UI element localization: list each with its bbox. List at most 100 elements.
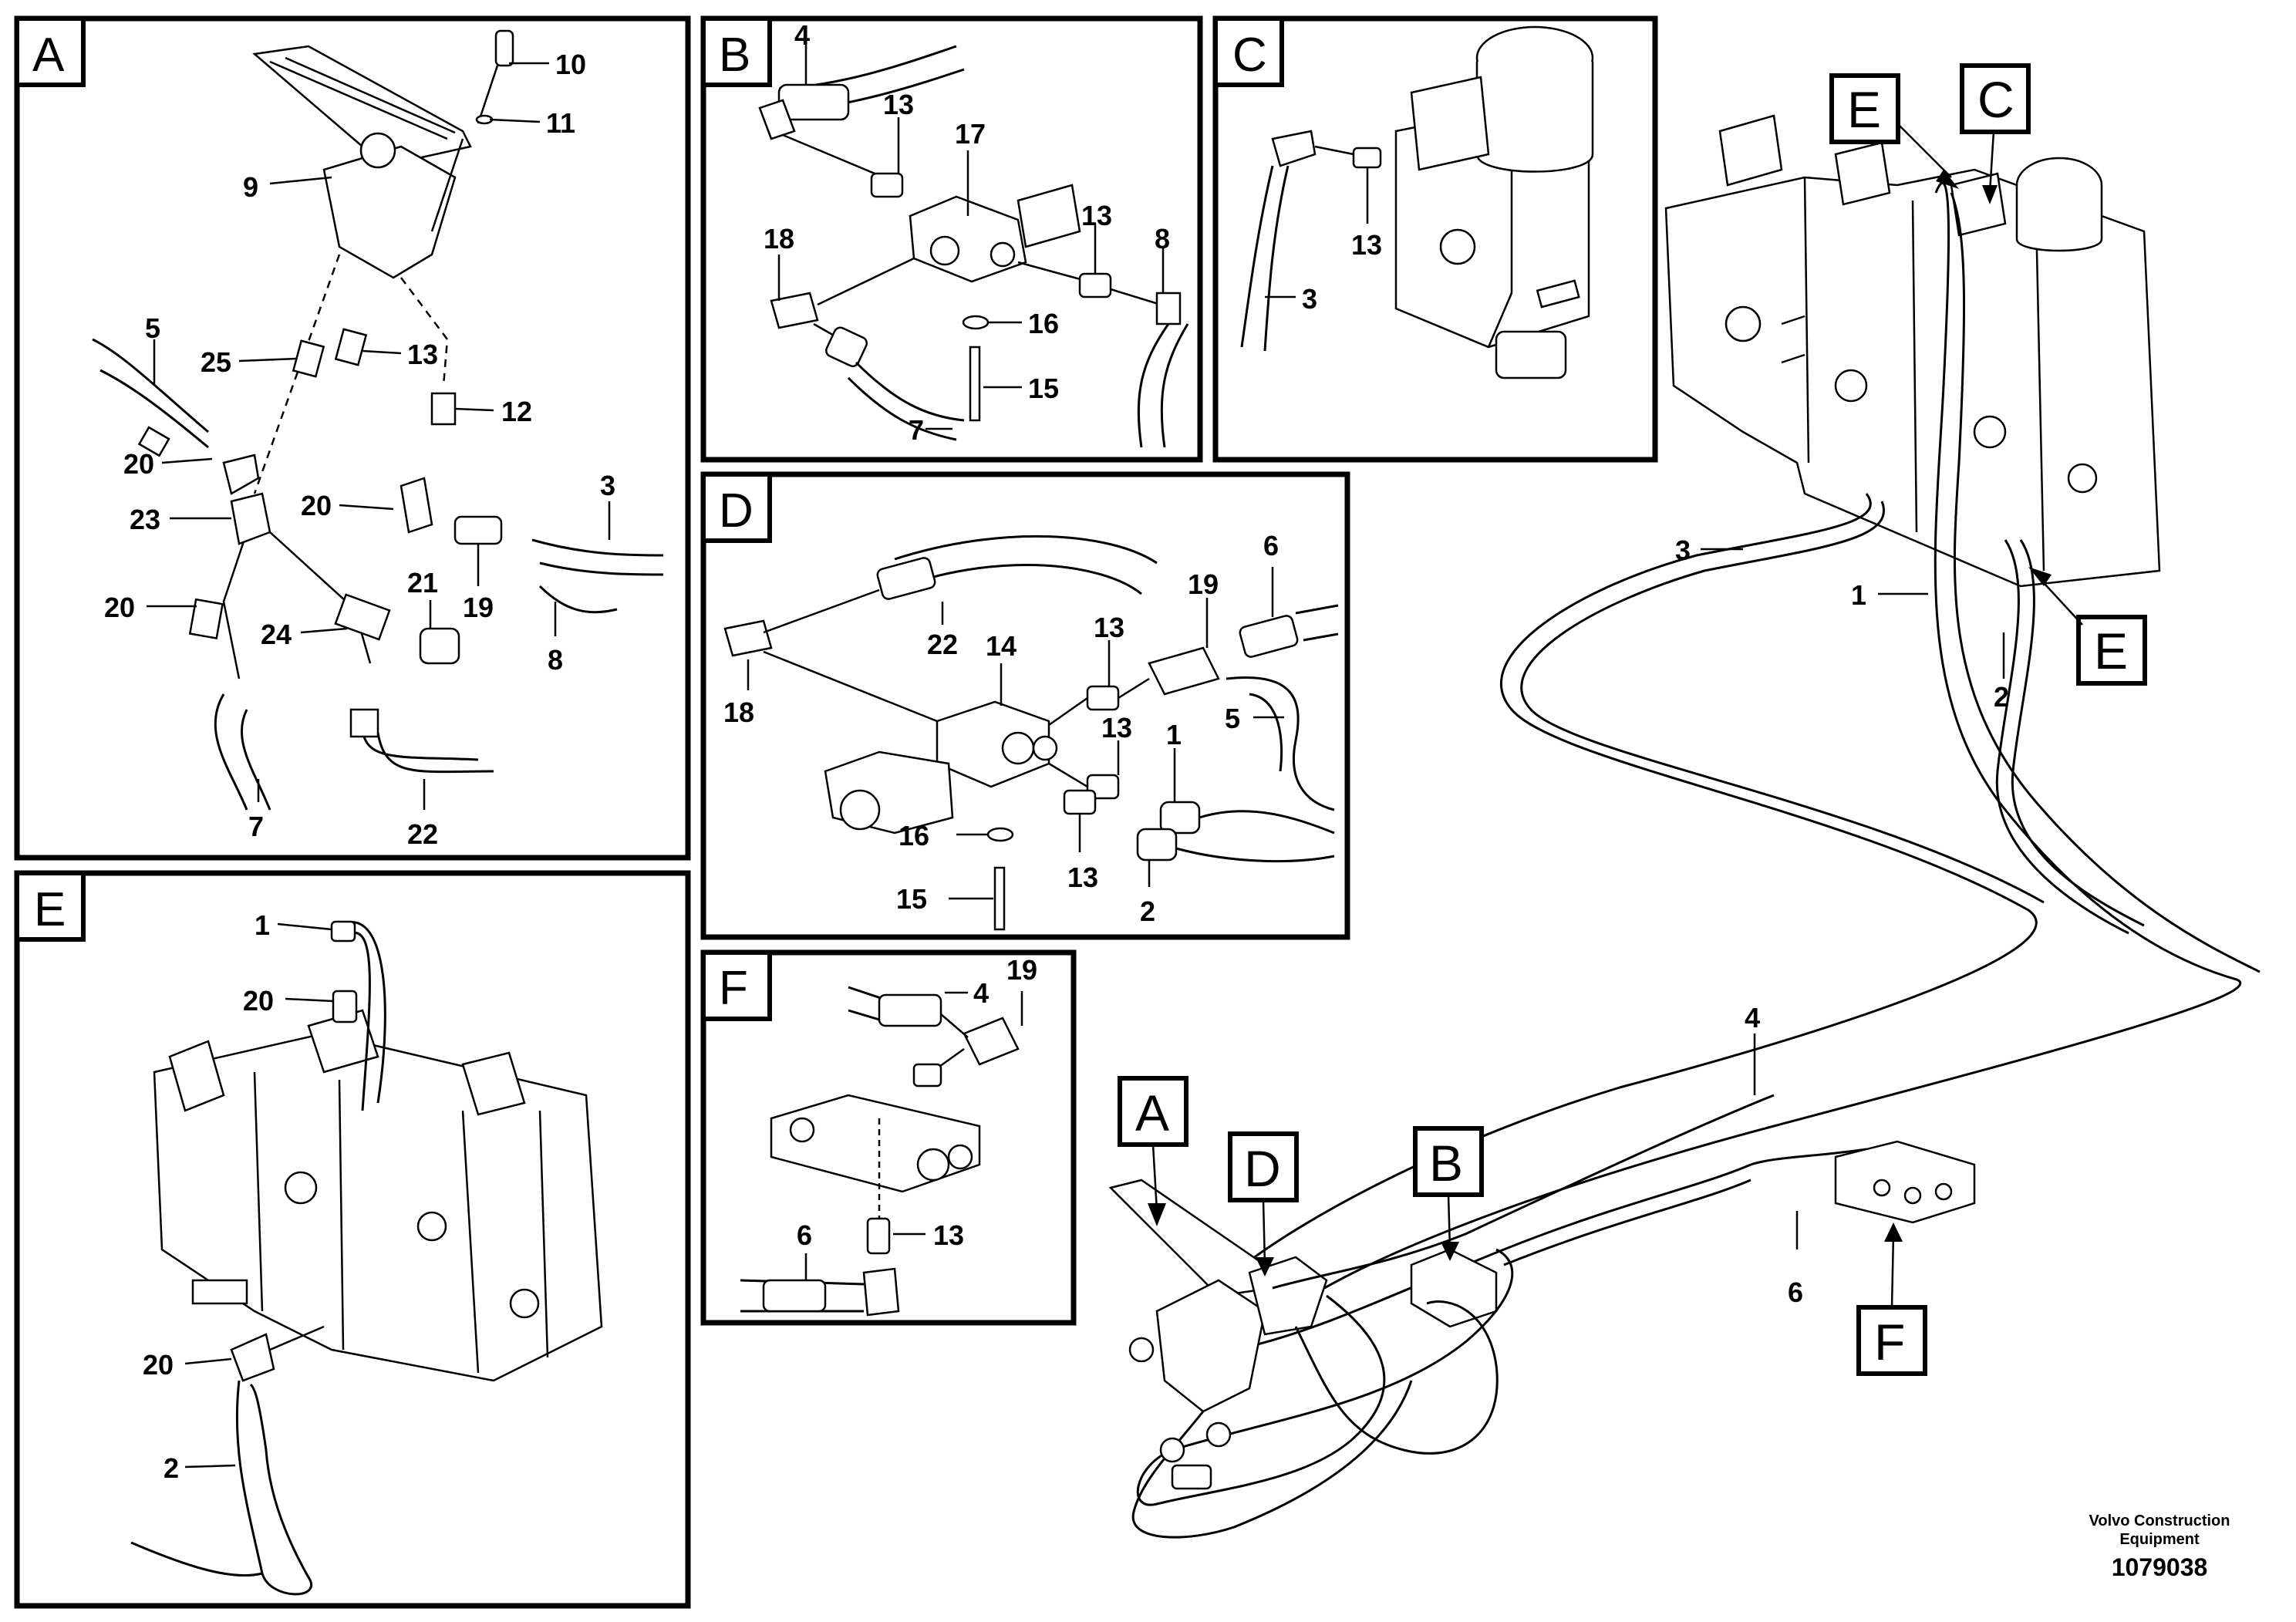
callout-b-4: 4 (794, 19, 810, 51)
bolt-15 (969, 346, 981, 422)
fitting-13-d1 (1086, 685, 1120, 711)
panel-a-tag-box (15, 16, 86, 87)
callout-b-7: 7 (909, 414, 924, 446)
block-b-overview (1410, 1248, 1498, 1328)
callout-d-14: 14 (986, 630, 1017, 662)
hose-5-d (1226, 676, 1335, 811)
fitting-13 (334, 328, 368, 366)
callout-a-11: 11 (546, 107, 575, 139)
panel-d-tag: D (719, 484, 754, 538)
callout-a-25: 25 (201, 346, 231, 378)
panel-c-tag: C (1232, 29, 1267, 82)
tee-23 (230, 492, 271, 545)
callout-a-20a: 20 (123, 448, 154, 480)
panel-e-tag-box (15, 871, 86, 942)
fitting-19 (453, 515, 503, 545)
overview-tag-f: F (1874, 1313, 1905, 1371)
callout-d-2: 2 (1140, 895, 1155, 927)
callout-a-20c: 20 (104, 592, 135, 623)
overview-tag-d: D (1244, 1140, 1281, 1197)
callout-e-2: 2 (164, 1452, 179, 1484)
hose-7 (847, 361, 965, 441)
callout-a-20b: 20 (301, 490, 332, 521)
elbow-18-d (723, 619, 773, 657)
callout-a-13: 13 (407, 339, 438, 370)
callout-d-19: 19 (1188, 568, 1219, 600)
callout-b-8: 8 (1155, 223, 1170, 255)
callout-e-1: 1 (255, 909, 270, 941)
callout-e-20a: 20 (243, 985, 274, 1017)
hose-1-e (339, 921, 386, 1111)
callout-f-19: 19 (1006, 954, 1037, 986)
hose-3-overview (1233, 493, 2038, 1274)
callout-a-12: 12 (501, 396, 532, 427)
callout-a-21: 21 (407, 567, 438, 599)
panel-b: B 4 13 17 13 18 8 16 (700, 15, 1203, 463)
callout-b-13a: 13 (883, 89, 914, 120)
overview-tag-b: B (1429, 1135, 1463, 1192)
hose-22 (361, 724, 494, 774)
panel-c-frame (1212, 15, 1658, 463)
panel-e-frame (14, 870, 691, 1609)
elbow-20-e2 (230, 1333, 275, 1382)
panel-b-tag: B (719, 29, 750, 82)
bolt-15-d (993, 866, 1006, 931)
fitting-12 (430, 392, 457, 426)
panel-f-tag: F (719, 962, 748, 1015)
callout-d-13b: 13 (1101, 712, 1132, 744)
overview-callout-3: 3 (1675, 534, 1691, 566)
callout-d-16: 16 (899, 820, 929, 851)
hose-end-4-f (878, 993, 942, 1027)
callout-c-3: 3 (1302, 283, 1317, 315)
callout-a-3: 3 (600, 470, 615, 501)
panel-d-tag-box (701, 472, 772, 543)
tee-19-f (963, 1017, 1020, 1066)
callout-d-13c: 13 (1067, 862, 1098, 893)
overview-tag-e-top: E (1847, 81, 1881, 138)
panel-c: C 13 3 (1212, 15, 1658, 463)
panel-b-frame (700, 15, 1203, 463)
panel-f-frame (700, 949, 1077, 1326)
bolt-10 (494, 29, 514, 67)
panel-a-frame (14, 15, 691, 861)
hose-22-d (894, 534, 1158, 595)
overview-callout-6: 6 (1788, 1276, 1803, 1308)
hose-3-c (1240, 165, 1290, 352)
callout-a-22: 22 (407, 818, 438, 850)
block-d-overview (1248, 1256, 1328, 1336)
hose-5 (92, 338, 209, 433)
callout-d-13a: 13 (1094, 612, 1124, 643)
overview-tag-c-top-box (1960, 63, 2031, 134)
hose-3 (531, 538, 664, 576)
overview-tag-a-box (1118, 1076, 1188, 1147)
pedal-valve-body (322, 145, 457, 279)
callout-b-16: 16 (1028, 308, 1059, 339)
washer-16 (962, 315, 990, 330)
fitting-13-d3 (1063, 789, 1097, 815)
callout-d-1: 1 (1166, 719, 1182, 750)
credit-line-1: Volvo Construction (2089, 1512, 2230, 1529)
callout-a-7: 7 (248, 811, 264, 842)
callout-a-23: 23 (130, 504, 160, 535)
callout-a-5: 5 (145, 312, 160, 344)
callout-e-20b: 20 (143, 1349, 174, 1381)
callout-c-13: 13 (1351, 229, 1382, 261)
tee-19-d (1148, 646, 1220, 696)
hose-8 (1137, 323, 1189, 448)
figure-number: 1079038 (2111, 1553, 2208, 1581)
callout-f-13: 13 (933, 1219, 964, 1251)
overview-tag-e-right-box (2076, 615, 2147, 686)
overview-callout-2: 2 (1994, 681, 2009, 713)
overview-tag-f-box (1856, 1305, 1927, 1376)
tee-24 (334, 593, 391, 641)
overview-assembly: E C E A D B F 3 1 2 4 (1108, 63, 2261, 1539)
overview-tag-b-box (1413, 1126, 1484, 1197)
panel-f-tag-box (701, 950, 772, 1021)
hose-2-e (235, 1380, 312, 1596)
fitting-13-f (866, 1217, 891, 1255)
callout-b-13b: 13 (1081, 200, 1112, 231)
panel-f: F 4 19 6 13 (700, 949, 1077, 1326)
hose-6-overview (1233, 1163, 1752, 1351)
credit-line-2: Equipment (2119, 1531, 2200, 1548)
